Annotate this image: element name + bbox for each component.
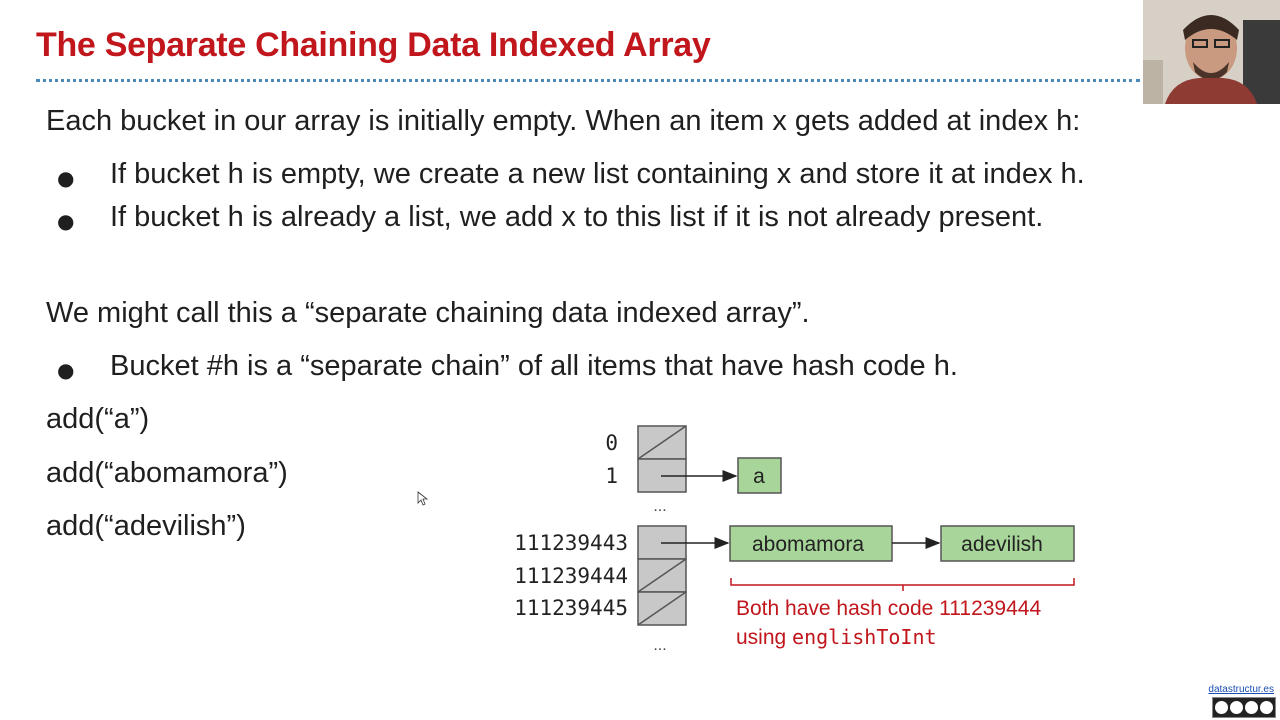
hash-note-code: englishToInt: [792, 625, 937, 649]
datastructures-link[interactable]: datastructur.es: [1208, 684, 1274, 695]
bullet-marker: ●: [57, 358, 75, 382]
list-node-adevilish: adevilish: [940, 525, 1075, 562]
presenter-video-icon: [1143, 0, 1280, 104]
list-node-a: a: [737, 457, 782, 494]
index-label-111239445: 111239445: [514, 596, 628, 620]
hash-bracket: [730, 578, 1075, 591]
add-call-abomamora: add(“abomamora”): [46, 457, 288, 489]
intro-text: Each bucket in our array is initially em…: [46, 105, 1081, 137]
bullet-marker: ●: [57, 166, 75, 190]
bucket-cell-111239445: [637, 591, 687, 626]
add-call-a: add(“a”): [46, 403, 150, 435]
creative-commons-icon: [1212, 697, 1276, 718]
list-node-abomamora: abomamora: [729, 525, 893, 562]
node-adevilish-label: adevilish: [961, 533, 1043, 556]
index-label-111239443: 111239443: [514, 531, 628, 555]
index-label-111239444: 111239444: [514, 564, 628, 588]
naming-text: We might call this a “separate chaining …: [46, 297, 810, 329]
bucket-cell-111239444: [637, 558, 687, 593]
mouse-cursor-icon: [417, 491, 429, 506]
bullet-existing-list: If bucket h is already a list, we add x …: [110, 201, 1044, 233]
hash-note-prefix: using: [736, 626, 792, 649]
title-divider: [36, 79, 1140, 82]
slide-title: The Separate Chaining Data Indexed Array: [36, 26, 711, 64]
index-label-0: 0: [605, 431, 618, 455]
presenter-webcam: [1143, 0, 1280, 104]
bullet-empty-bucket: If bucket h is empty, we create a new li…: [110, 158, 1085, 190]
ellipsis-bottom: ...: [653, 637, 666, 654]
hash-note-line1: Both have hash code 111239444: [736, 597, 1041, 620]
add-call-adevilish: add(“adevilish”): [46, 510, 246, 542]
bullet-marker: ●: [57, 209, 75, 233]
ellipsis-top: ...: [653, 498, 666, 515]
node-abomamora-label: abomamora: [752, 533, 864, 556]
bullet-separate-chain: Bucket #h is a “separate chain” of all i…: [110, 350, 958, 382]
node-a-label: a: [753, 465, 765, 488]
hash-note-line2: using englishToInt: [736, 625, 937, 649]
index-label-1: 1: [605, 464, 618, 488]
bucket-cell-0: [637, 425, 687, 460]
